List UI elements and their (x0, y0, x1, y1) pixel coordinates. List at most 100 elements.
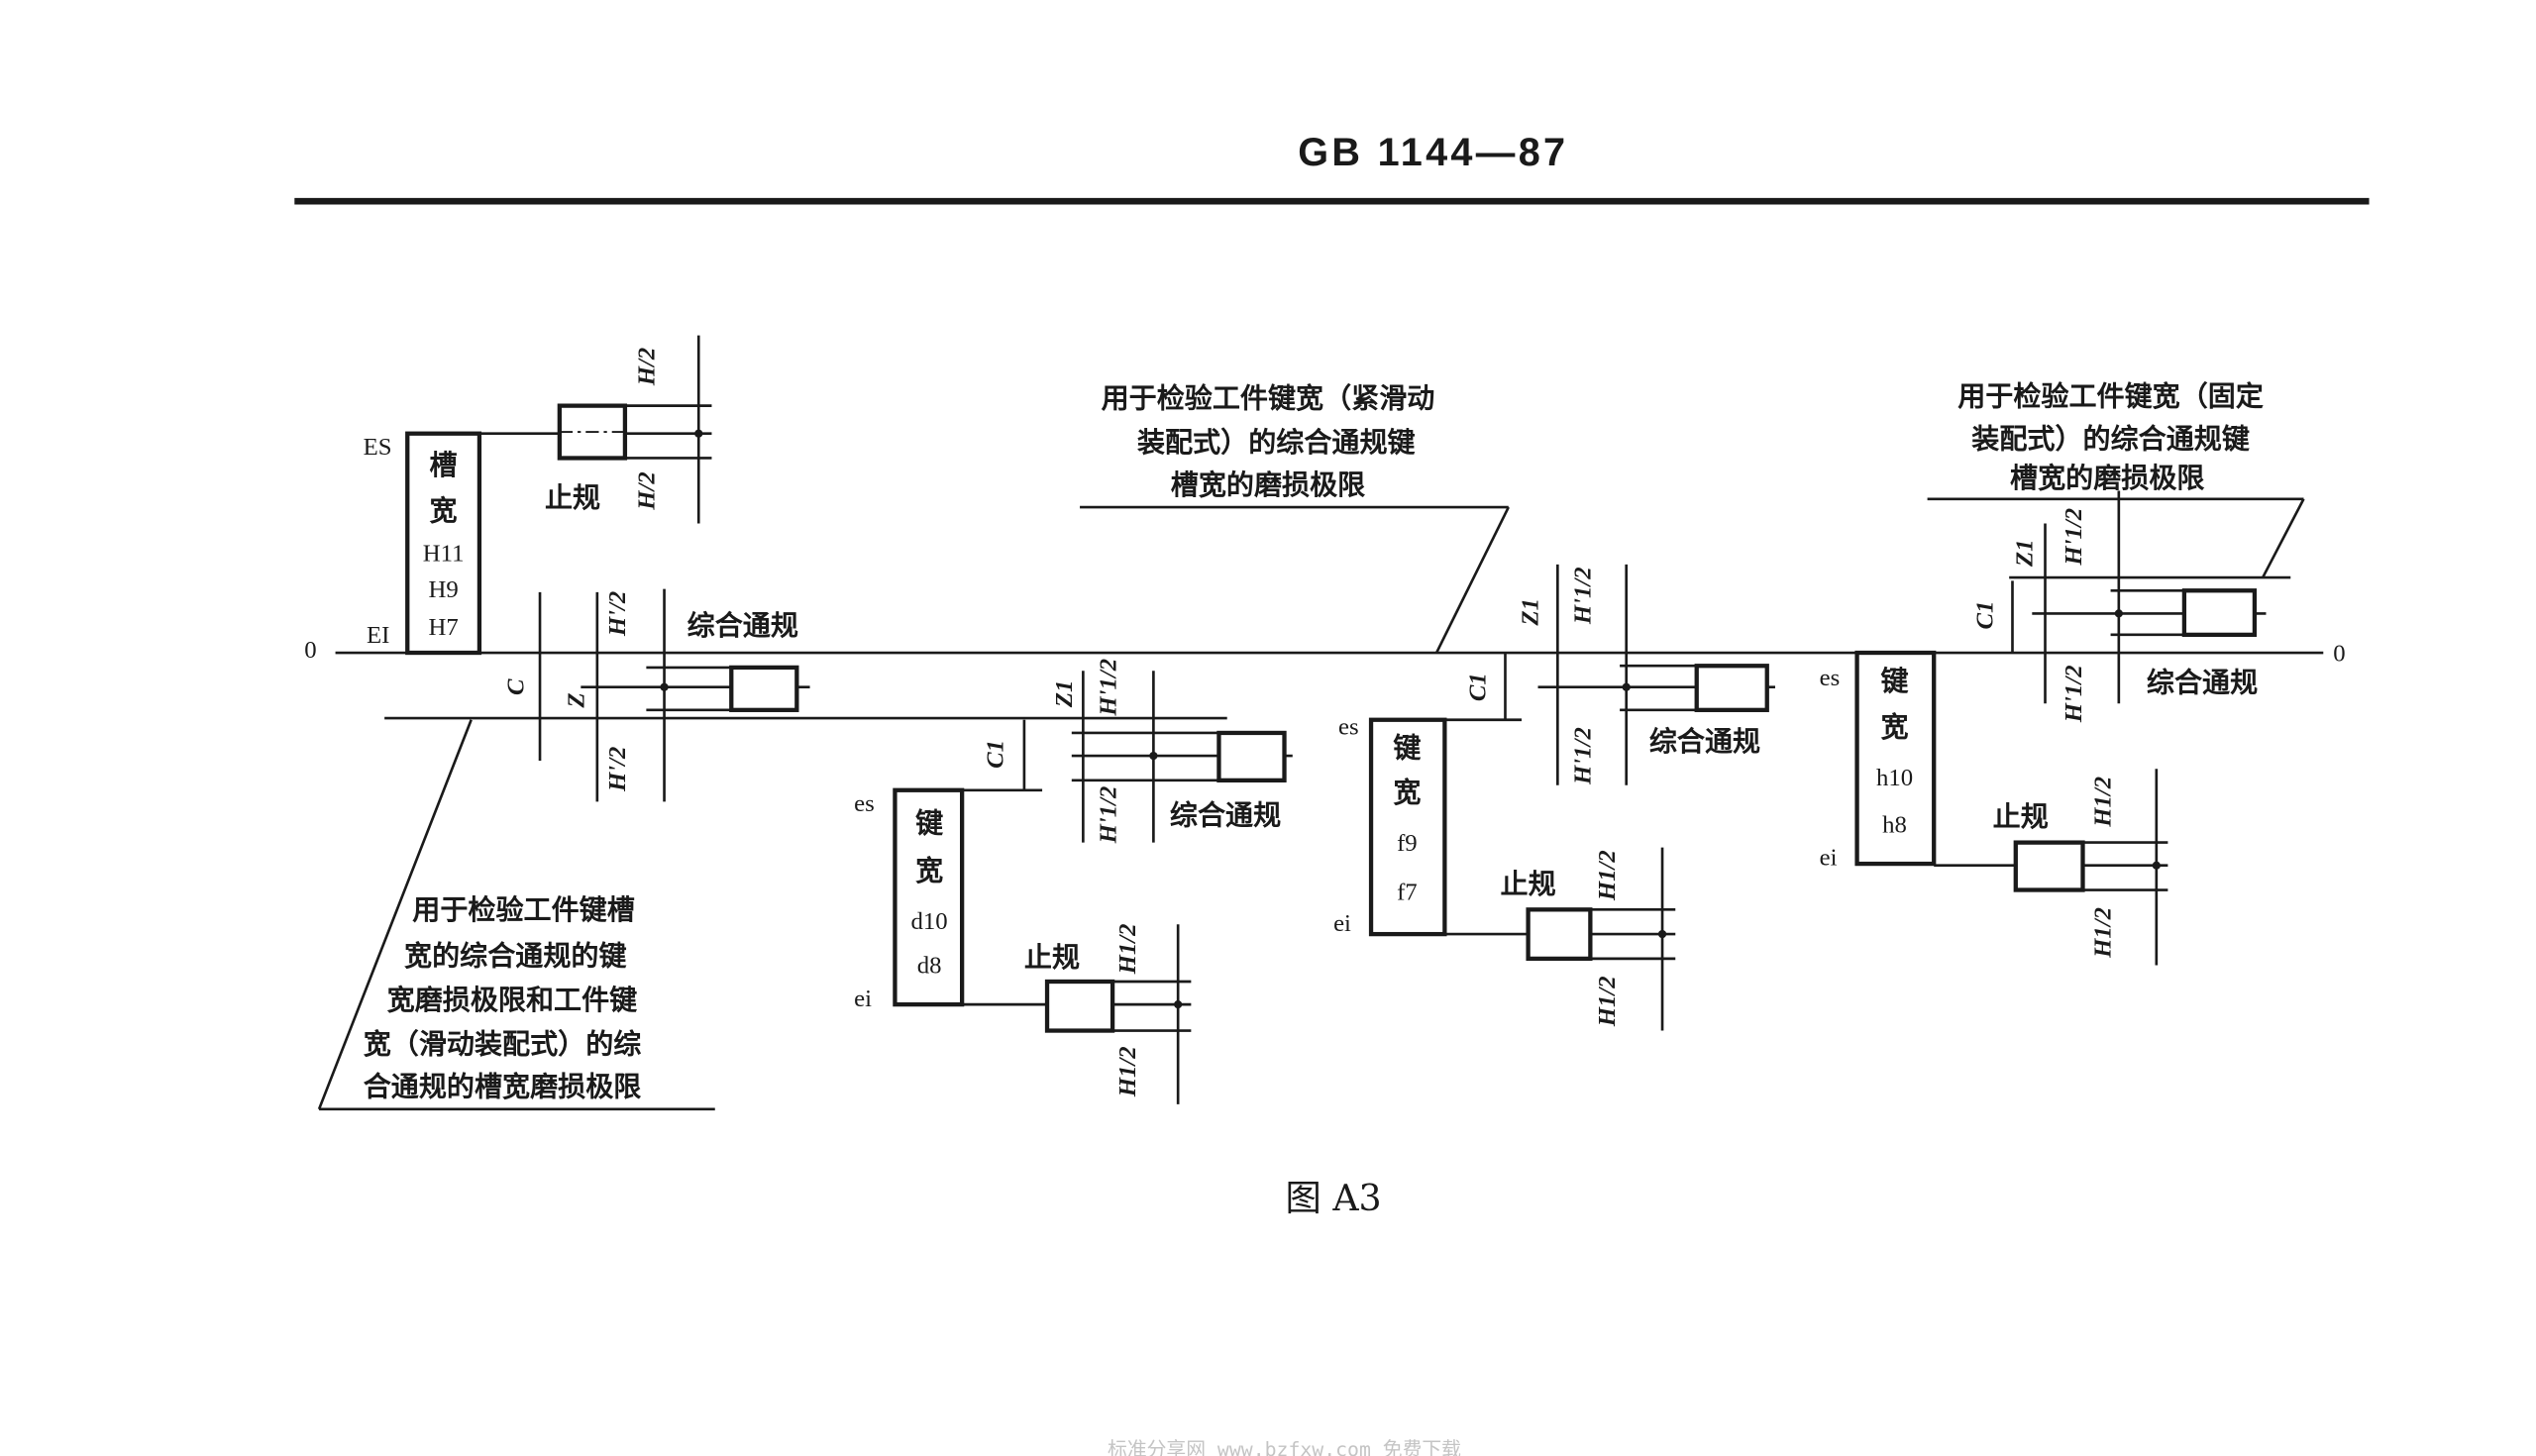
slot-tolerance-box (405, 431, 482, 656)
dim-label: C (503, 678, 530, 695)
dim-label: H1/2 (2090, 777, 2117, 828)
dimension-dot (694, 429, 703, 438)
key-h-group: es ei 键 宽 h10 h8 C1 Z1 H'1/2 H'1/2 综合通规 … (1820, 490, 2291, 966)
note-text: 用于检验工件键槽 (412, 893, 635, 926)
stop-gauge-label: 止规 (1501, 868, 1556, 900)
dimension-dot (1657, 929, 1667, 939)
dimension-dot (660, 682, 669, 691)
dim-label: H1/2 (1114, 1046, 1141, 1097)
box-text: d8 (917, 953, 942, 980)
dim-label: Z1 (2011, 540, 2038, 569)
es-label: es (1338, 714, 1359, 741)
watermark: 标准分享网 www.bzfxw.com 免费下载 (1108, 1438, 1461, 1456)
dim-label: H/2 (634, 471, 661, 511)
zero-label-right: 0 (2333, 640, 2345, 667)
stop-gauge-rect (1044, 979, 1115, 1033)
note-middle: 用于检验工件键宽（紧滑动 装配式）的综合通规键 槽宽的磨损极限 (1080, 381, 1510, 654)
go-gauge-rect (1216, 730, 1287, 782)
box-text: 键 (1881, 665, 1909, 697)
dim-label: H/2 (634, 348, 661, 387)
key-h-tolerance-box (1854, 650, 1937, 867)
stop-gauge-rect (1526, 907, 1593, 962)
ei-label: ei (1333, 910, 1351, 937)
go-gauge-rect (1694, 664, 1769, 712)
es-label: es (1820, 665, 1841, 691)
dim-label: H'1/2 (1095, 659, 1121, 717)
dim-label: H'1/2 (1569, 567, 1596, 625)
note-text: 用于检验工件键宽（固定 (1957, 380, 2264, 413)
dim-label: H'1/2 (1569, 727, 1596, 785)
box-text: 宽 (1881, 710, 1909, 743)
note-text: 用于检验工件键宽（紧滑动 (1102, 381, 1435, 414)
dim-label: Z (564, 692, 590, 708)
leader-line (1434, 506, 1510, 654)
box-text: 键 (1393, 732, 1421, 765)
ei-label: EI (367, 622, 389, 649)
dim-label: H1/2 (1114, 924, 1141, 976)
dim-label: C1 (1465, 673, 1492, 701)
note-right: 用于检验工件键宽（固定 装配式）的综合通规键 槽宽的磨损极限 (1927, 380, 2305, 578)
dim-label: H'/2 (604, 591, 631, 637)
standard-number: GB 1144—87 (1298, 131, 1568, 174)
dimension-dot (1622, 682, 1631, 691)
go-gauge-rect (2181, 588, 2258, 638)
go-gauge-label: 综合通规 (1170, 798, 1281, 831)
box-text: 槽 (430, 449, 458, 481)
key-d-tolerance-box (893, 787, 965, 1007)
go-gauge-label: 综合通规 (1649, 725, 1760, 758)
box-text: 宽 (1393, 776, 1421, 808)
box-text: h10 (1876, 765, 1913, 791)
es-label: ES (364, 434, 392, 461)
dim-label: Z1 (1518, 598, 1544, 627)
go-gauge-label: 综合通规 (687, 609, 798, 642)
stop-gauge-label: 止规 (1993, 800, 2049, 833)
dim-label: H1/2 (1594, 850, 1621, 901)
note-text: 槽宽的磨损极限 (1171, 468, 1365, 501)
note-left: 用于检验工件键槽 宽的综合通规的键 宽磨损极限和工件键 宽（滑动装配式）的综 合… (317, 719, 715, 1111)
box-text: H7 (428, 614, 458, 641)
leader-line (2262, 498, 2305, 578)
box-text: H11 (423, 541, 465, 568)
figure-caption: 图 A3 (1285, 1177, 1381, 1219)
box-text: f7 (1397, 879, 1418, 905)
stop-gauge-label: 止规 (545, 481, 600, 514)
note-text: 宽磨损极限和工件键 (387, 984, 638, 1016)
dim-label: H'1/2 (1095, 786, 1121, 845)
dim-label: H'/2 (604, 747, 631, 792)
slot-width-group: ES EI 槽 宽 H11 H9 H7 H/2 H/2 止规 C Z H'/2 … (364, 335, 1227, 802)
key-f-group: es ei 键 宽 f9 f7 C1 Z1 H'1/2 H'1/2 综合通规 H… (1333, 564, 1775, 1031)
leader-line (317, 719, 473, 1110)
key-f-tolerance-box (1368, 717, 1447, 937)
box-text: h8 (1882, 812, 1907, 839)
key-d-group: es ei 键 宽 d10 d8 C1 Z1 H'1/2 H'1/2 综合通规 … (854, 659, 1293, 1104)
go-gauge-label: 综合通规 (2147, 667, 2258, 699)
note-text: 宽（滑动装配式）的综 (364, 1028, 642, 1061)
dim-label: H'1/2 (2060, 665, 2087, 723)
box-text: 键 (915, 807, 943, 840)
dim-label: C1 (982, 740, 1008, 769)
box-text: f9 (1397, 830, 1418, 857)
box-text: 宽 (915, 855, 943, 887)
es-label: es (854, 790, 875, 817)
note-text: 槽宽的磨损极限 (2010, 462, 2204, 494)
go-gauge-rect (729, 665, 799, 712)
note-text: 装配式）的综合通规键 (1971, 423, 2250, 456)
box-text: H9 (428, 576, 458, 603)
dim-label: Z1 (1051, 680, 1078, 709)
dim-label: H1/2 (2090, 907, 2117, 959)
stop-gauge-label: 止规 (1024, 941, 1080, 974)
box-text: 宽 (430, 494, 458, 527)
box-text: d10 (911, 908, 948, 935)
dimension-dot (2114, 609, 2123, 618)
stop-gauge-rect (2013, 840, 2085, 892)
note-text: 合通规的槽宽磨损极限 (364, 1071, 642, 1103)
dimension-dot (1174, 999, 1183, 1009)
ei-label: ei (1820, 845, 1838, 872)
dim-label: H1/2 (1594, 976, 1621, 1027)
dimension-dot (2152, 861, 2161, 870)
note-text: 宽的综合通规的键 (404, 939, 627, 972)
zero-label-left: 0 (304, 637, 316, 664)
dimension-dot (1149, 751, 1158, 761)
dim-label: H'1/2 (2060, 508, 2087, 567)
